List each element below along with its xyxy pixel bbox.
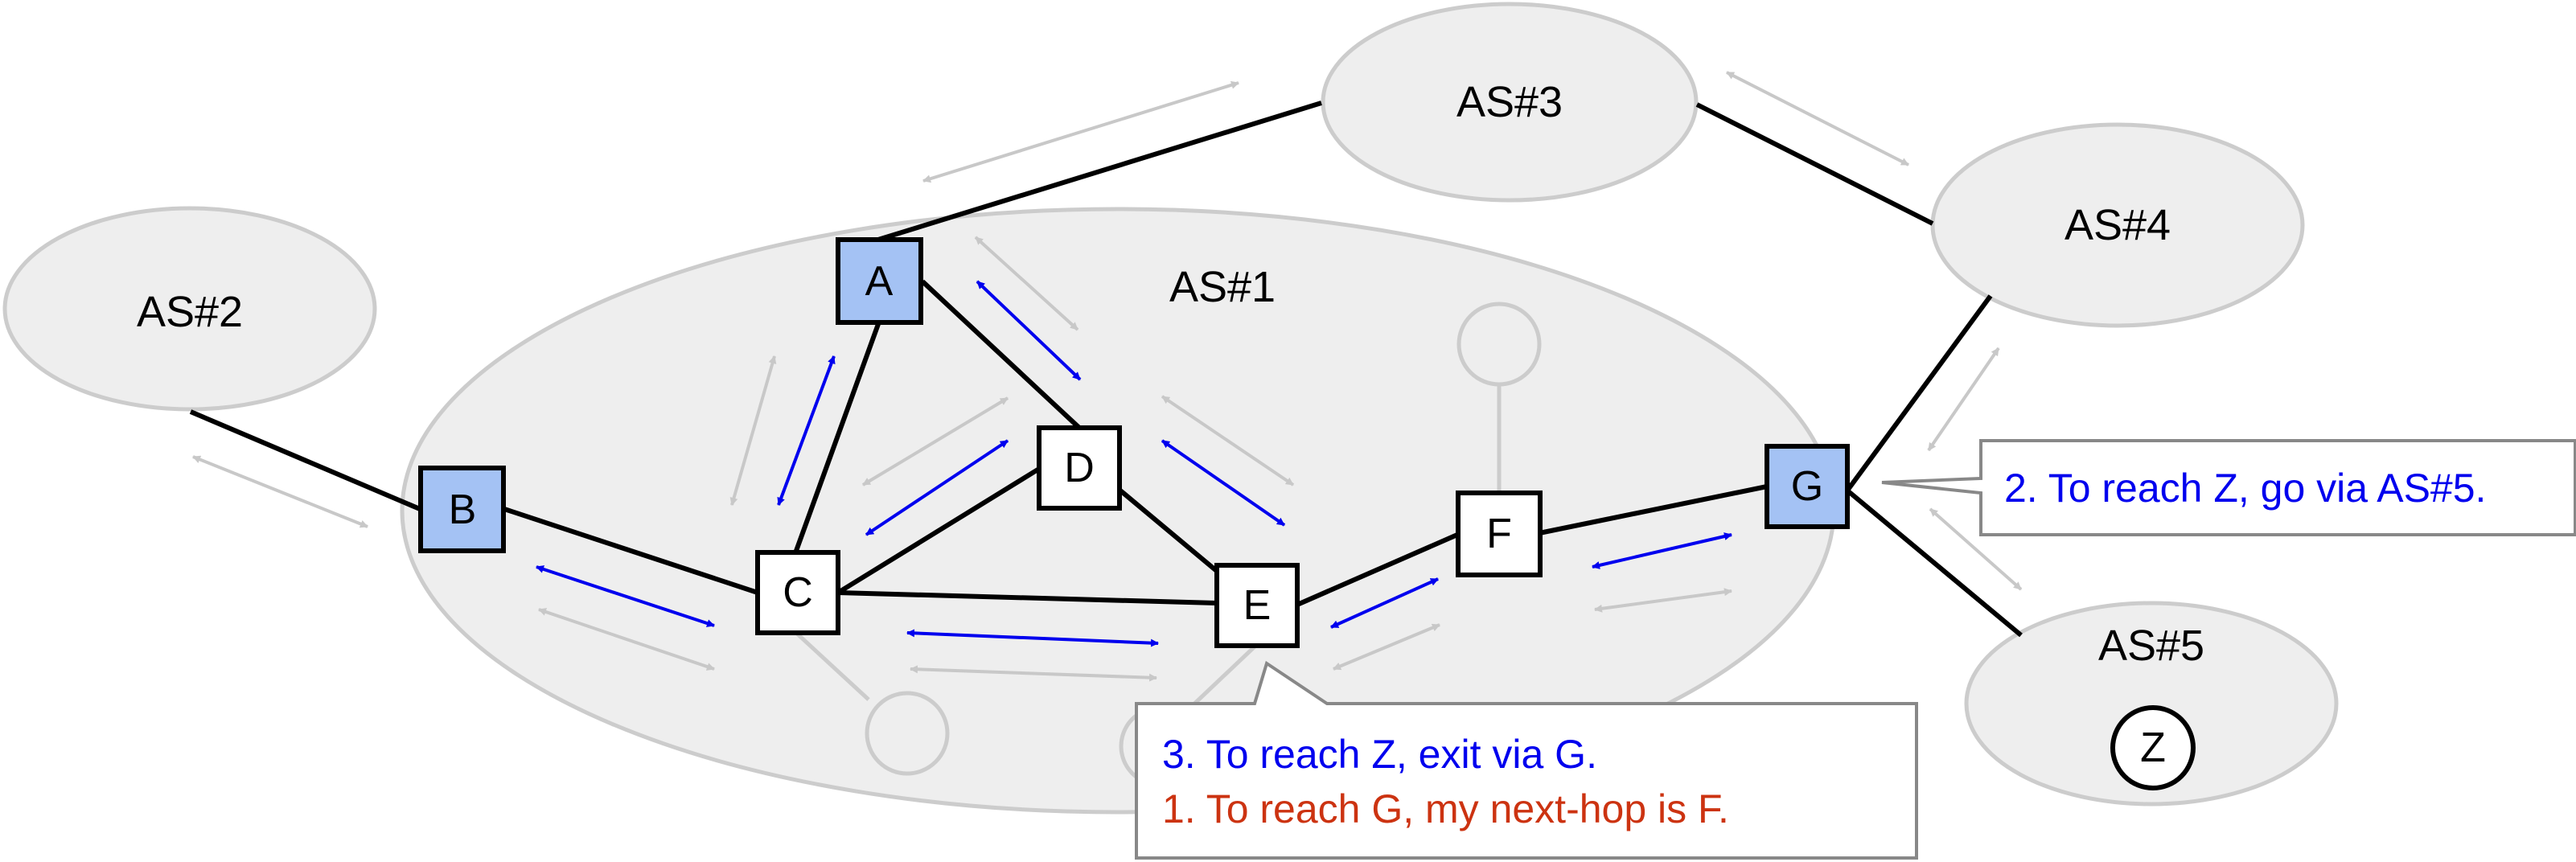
router-d-label: D xyxy=(1064,445,1095,491)
link-e-f xyxy=(1296,532,1459,607)
link-a-d xyxy=(920,279,1083,431)
link-c-e xyxy=(837,590,1218,605)
router-e-label: E xyxy=(1243,582,1272,629)
router-g-box xyxy=(1765,444,1850,529)
callout-g-text: 2. To reach Z, go via AS#5. xyxy=(2004,466,2486,511)
router-d: D xyxy=(1037,425,1122,511)
stub-circle-c xyxy=(865,691,950,776)
router-f-box xyxy=(1456,491,1543,577)
as5-label: AS#5 xyxy=(2098,622,2204,670)
link-b-c xyxy=(503,507,758,595)
bg-arrow xyxy=(1333,623,1440,671)
router-c-box xyxy=(755,550,840,635)
bg-arrow xyxy=(1929,507,2023,591)
bg-arrow xyxy=(729,355,777,506)
router-e: E xyxy=(1214,563,1300,648)
router-c-label: C xyxy=(783,569,813,616)
link-g-as5 xyxy=(1846,488,2023,638)
ibgp-arrow xyxy=(536,565,715,627)
callout-g: 2. To reach Z, go via AS#5. xyxy=(1881,439,2576,536)
router-d-box xyxy=(1037,425,1122,511)
link-a-as3 xyxy=(877,101,1322,242)
link-as2-b xyxy=(189,409,421,511)
link-as3-as4 xyxy=(1695,102,1934,226)
callout-e-bubble xyxy=(1135,660,1918,860)
router-f-label: F xyxy=(1486,511,1512,557)
callout-e: 3. To reach Z, exit via G. 1. To reach G… xyxy=(1135,660,1918,860)
as2-label: AS#2 xyxy=(137,288,243,336)
ibgp-arrow xyxy=(777,355,836,506)
bg-arrow xyxy=(922,80,1239,183)
stub-circle-f xyxy=(1456,302,1542,387)
as5-region xyxy=(1964,601,2339,807)
as4-label: AS#4 xyxy=(2064,201,2171,249)
callout-e-line1: 3. To reach Z, exit via G. xyxy=(1162,732,1597,777)
bg-arrow xyxy=(192,455,368,528)
router-b: B xyxy=(418,466,506,553)
router-e-box xyxy=(1214,563,1300,648)
callout-g-bubble xyxy=(1881,439,2576,536)
as2-region xyxy=(2,206,377,412)
router-g: G xyxy=(1765,444,1850,529)
link-f-g xyxy=(1539,484,1768,536)
link-c-d xyxy=(836,466,1041,595)
ibgp-arrow xyxy=(865,439,1009,536)
bg-arrow xyxy=(1726,71,1909,166)
router-a-box xyxy=(836,237,923,325)
destination-z: Z xyxy=(2110,705,2196,790)
ibgp-arrow xyxy=(1592,532,1732,569)
background-arrows xyxy=(192,71,2023,682)
link-g-as4 xyxy=(1845,294,1993,492)
bg-arrow xyxy=(910,665,1157,682)
stub-link-c xyxy=(795,631,870,701)
as1-label: AS#1 xyxy=(1169,263,1276,311)
router-b-box xyxy=(418,466,506,553)
links xyxy=(189,101,2023,638)
destination-z-label: Z xyxy=(2140,724,2166,771)
as4-region xyxy=(1930,122,2305,328)
router-g-label: G xyxy=(1791,463,1823,510)
ibgp-arrows xyxy=(536,280,1732,647)
ibgp-arrow xyxy=(1161,439,1286,527)
router-a-label: A xyxy=(865,258,894,305)
as3-label: AS#3 xyxy=(1456,78,1563,126)
router-a: A xyxy=(836,237,923,325)
destination-z-circle xyxy=(2110,705,2196,790)
as3-region xyxy=(1321,2,1699,203)
router-f: F xyxy=(1456,491,1543,577)
router-c: C xyxy=(755,550,840,635)
bg-arrow xyxy=(1594,588,1732,613)
router-b-label: B xyxy=(449,486,477,533)
bg-arrow xyxy=(1927,347,2000,452)
callout-e-line2: 1. To reach G, my next-hop is F. xyxy=(1162,786,1729,831)
ibgp-arrow xyxy=(976,280,1082,381)
link-a-c xyxy=(794,322,881,552)
ibgp-arrow xyxy=(906,629,1159,647)
ibgp-arrow xyxy=(1330,577,1439,629)
